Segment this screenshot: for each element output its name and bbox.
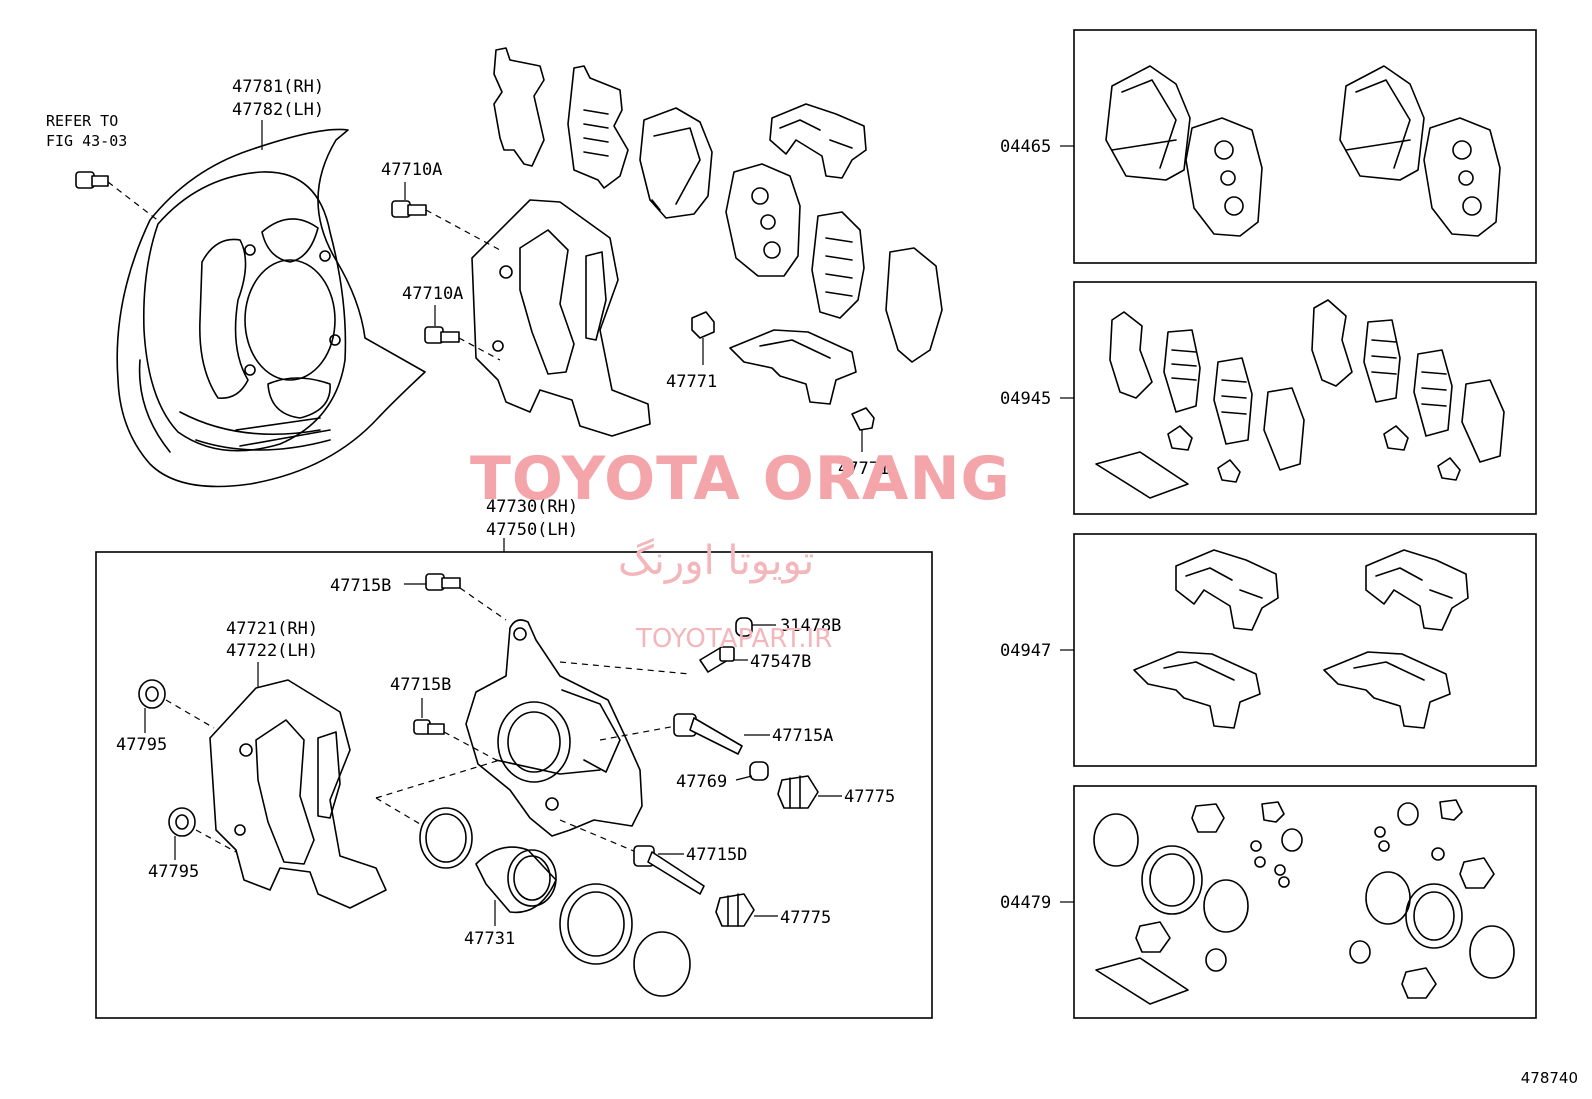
label-47715b-mid: 47715B xyxy=(390,675,451,695)
label-kit-04945: 04945 xyxy=(1000,389,1051,409)
slide-pin-47715d-part xyxy=(633,845,705,895)
label-47769: 47769 xyxy=(676,772,727,792)
label-refer-to: REFER TO xyxy=(46,112,118,130)
label-47750: 47750(LH) xyxy=(486,520,578,540)
label-47731: 47731 xyxy=(464,929,515,949)
bolt-47710a-top-part xyxy=(391,200,427,218)
boot-47775-lower-part xyxy=(715,893,755,927)
label-fig-ref: FIG 43-03 xyxy=(46,132,127,150)
figure-number: 478740 xyxy=(1520,1069,1578,1087)
kit-04465-pads-part xyxy=(1105,65,1501,237)
label-47775-lower: 47775 xyxy=(780,908,831,928)
watermark-brand: TOYOTA ORANG xyxy=(470,444,1011,514)
upper-backing-plate-part xyxy=(725,163,943,363)
label-47721: 47721(RH) xyxy=(226,619,318,639)
washer-47795-lower-part xyxy=(168,807,196,837)
label-47710a-bottom: 47710A xyxy=(402,284,463,304)
kit-04479-box xyxy=(1073,785,1537,1019)
bolt-47715b-mid-part xyxy=(413,719,445,735)
bushing-47769-part xyxy=(749,761,769,781)
label-47782: 47782(LH) xyxy=(232,100,324,120)
label-47715a: 47715A xyxy=(772,726,833,746)
slide-pin-47715a-part xyxy=(673,713,743,755)
caliper-assembly-box xyxy=(95,551,933,1019)
label-47722: 47722(LH) xyxy=(226,641,318,661)
washer-47795-upper-part xyxy=(138,679,166,709)
label-47795-upper: 47795 xyxy=(116,735,167,755)
kit-04945-shims-part xyxy=(1095,299,1505,499)
piston-part xyxy=(419,807,557,914)
label-47730: 47730(RH) xyxy=(486,497,578,517)
upper-clips-part xyxy=(691,103,875,431)
caliper-carrier-upper-part xyxy=(471,199,651,437)
label-47771-upper: 47771 xyxy=(666,372,717,392)
kit-04947-clips-part xyxy=(1133,549,1469,729)
label-47795-lower: 47795 xyxy=(148,862,199,882)
label-kit-04479: 04479 xyxy=(1000,893,1051,913)
kit-04465-box xyxy=(1073,29,1537,264)
label-47715d: 47715D xyxy=(686,845,747,865)
caliper-carrier-lower-part xyxy=(209,679,387,909)
label-kit-04947: 04947 xyxy=(1000,641,1051,661)
bleeder-cap-part xyxy=(735,617,753,637)
watermark-persian: تویوتا اورنگ xyxy=(618,538,815,584)
label-47547b: 47547B xyxy=(750,652,811,672)
label-kit-04465: 04465 xyxy=(1000,137,1051,157)
piston-seals-part xyxy=(559,883,691,997)
caliper-body-part xyxy=(465,619,643,837)
bolt-47710a-bottom-part xyxy=(424,326,460,344)
label-47715b-top: 47715B xyxy=(330,576,391,596)
label-47710a-top: 47710A xyxy=(381,160,442,180)
label-47781: 47781(RH) xyxy=(232,77,324,97)
upper-shims-part xyxy=(493,47,629,189)
bleeder-screw-part xyxy=(699,646,735,673)
watermark-url: TOYOTAPART.IR xyxy=(636,624,833,654)
upper-pad-part xyxy=(639,107,713,219)
dust-cover-part xyxy=(116,128,426,488)
label-47771-lower: 47771 xyxy=(838,459,889,479)
kit-04947-box xyxy=(1073,533,1537,767)
label-31478b: 31478B xyxy=(780,616,841,636)
boot-47775-upper-part xyxy=(777,775,819,809)
kit-04945-box xyxy=(1073,281,1537,515)
kit-04479-seals-part xyxy=(1093,799,1515,1005)
refer-bolt-part xyxy=(75,171,109,189)
label-47775-upper: 47775 xyxy=(844,787,895,807)
bolt-47715b-top-part xyxy=(425,573,461,591)
